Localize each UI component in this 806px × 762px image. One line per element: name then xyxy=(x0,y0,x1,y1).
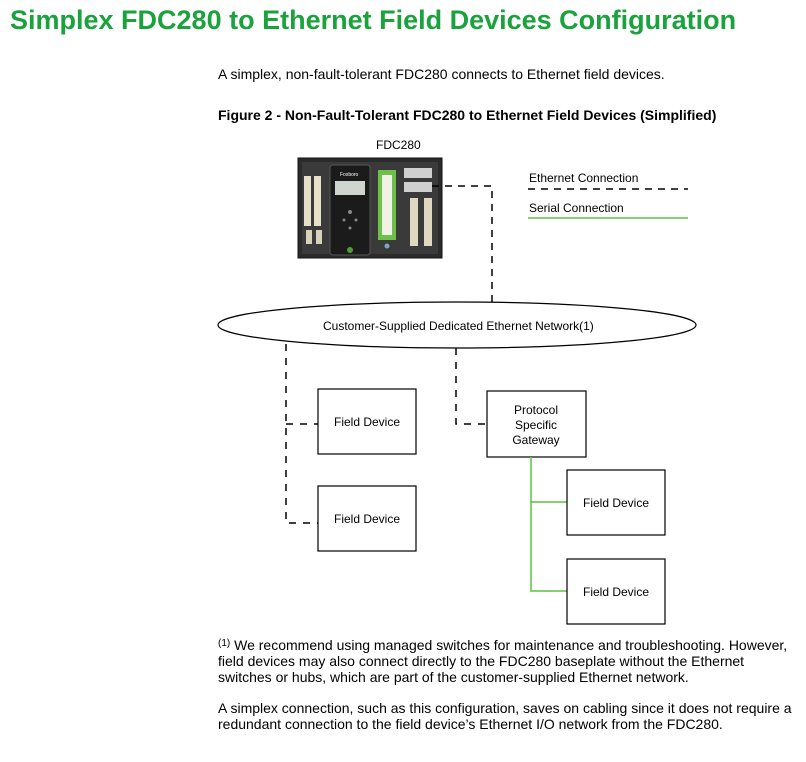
field-device-label: Field Device xyxy=(334,415,400,429)
figure-caption: Figure 2 - Non-Fault-Tolerant FDC280 to … xyxy=(218,107,717,123)
footnote-text: We recommend using managed switches for … xyxy=(218,637,788,685)
footnote: (1) We recommend using managed switches … xyxy=(218,637,798,685)
field-device-box xyxy=(317,485,417,552)
terminal-strip xyxy=(304,176,311,226)
page-title: Simplex FDC280 to Ethernet Field Devices… xyxy=(10,5,737,35)
gateway-label-line1: Protocol xyxy=(514,403,558,417)
legend-ethernet-label: Ethernet Connection xyxy=(529,171,638,185)
fdc280-baseplate: Foxboro xyxy=(297,157,443,259)
ethernet-network xyxy=(217,301,697,349)
fdc-ethernet-link xyxy=(432,185,493,302)
legend: Ethernet Connection Serial Connection xyxy=(528,171,688,219)
legend-serial-label: Serial Connection xyxy=(529,201,624,215)
module-display xyxy=(335,181,365,195)
network-diagram: FDC280 Foxboro Ethernet Connection Seria… xyxy=(217,138,697,625)
field-device-label: Field Device xyxy=(583,585,649,599)
field-device-label: Field Device xyxy=(583,496,649,510)
ethernet-ports xyxy=(404,168,432,178)
fdc280-label: FDC280 xyxy=(376,138,421,152)
terminal-strip xyxy=(314,176,321,226)
module-brand: Foxboro xyxy=(340,172,359,178)
ethernet-link-field-device-2 xyxy=(285,344,318,524)
field-device-label: Field Device xyxy=(334,512,400,526)
field-device-box xyxy=(317,388,417,455)
serial-link-field-device-4 xyxy=(530,457,567,592)
field-device-box xyxy=(566,469,666,536)
network-label: Customer-Supplied Dedicated Ethernet Net… xyxy=(323,319,594,333)
field-device-box xyxy=(566,558,666,625)
ethernet-link-gateway xyxy=(455,348,487,425)
footnote-marker: (1) xyxy=(218,638,231,649)
closing-paragraph: A simplex connection, such as this confi… xyxy=(218,700,792,732)
gateway-label-line2: Specific xyxy=(515,418,557,432)
gateway-label-line3: Gateway xyxy=(512,433,559,447)
intro-paragraph: A simplex, non-fault-tolerant FDC280 con… xyxy=(218,66,665,82)
gateway-box xyxy=(486,390,587,458)
